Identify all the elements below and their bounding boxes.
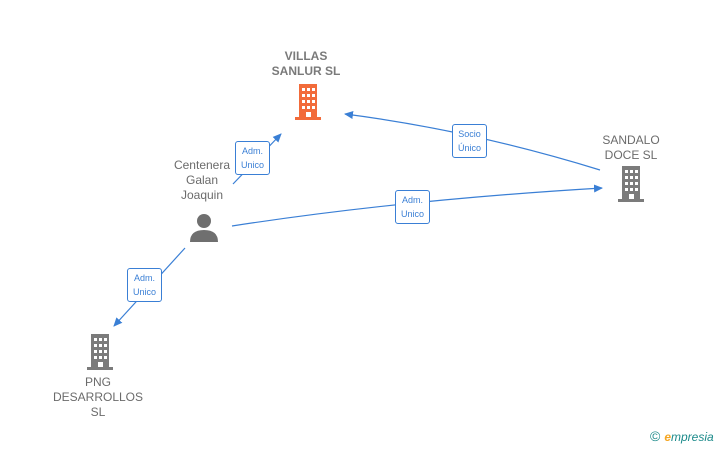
node-label-png-desarrollos: PNG DESARROLLOS SL	[52, 375, 144, 419]
brand-e: e	[664, 430, 672, 444]
copyright-icon: ©	[650, 428, 661, 444]
brand-logo: ©empresia	[650, 428, 714, 444]
edge-label-sandalo-villas[interactable]: Socio Único	[452, 124, 488, 158]
edge-label-person-sandalo[interactable]: Adm. Unico	[395, 190, 431, 224]
building-icon[interactable]	[615, 166, 647, 202]
building-icon[interactable]	[292, 84, 324, 120]
node-label-sandalo-doce: SANDALO DOCE SL	[602, 133, 660, 162]
building-icon[interactable]	[84, 334, 116, 370]
node-label-person: Centenera Galan Joaquin	[173, 158, 231, 202]
edge-label-person-villas[interactable]: Adm. Unico	[235, 141, 271, 175]
edge-label-person-png[interactable]: Adm. Unico	[127, 268, 163, 302]
brand-name: mpresia	[671, 430, 714, 444]
person-icon[interactable]	[189, 213, 219, 243]
node-label-villas-sanlur: VILLAS SANLUR SL	[271, 49, 341, 78]
